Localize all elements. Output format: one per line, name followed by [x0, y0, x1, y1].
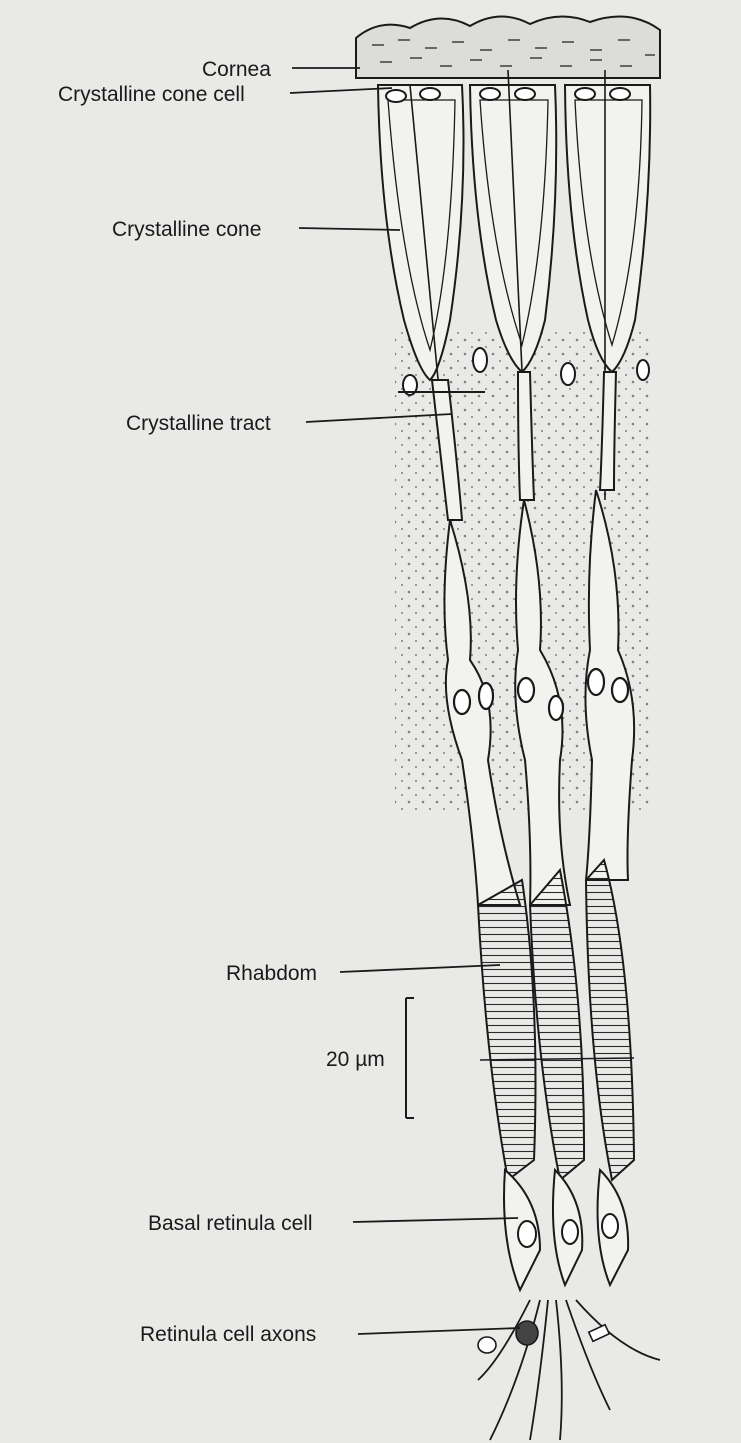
label-scale: 20 µm	[326, 1049, 385, 1070]
label-crystalline-tract: Crystalline tract	[126, 413, 271, 434]
scale-bar	[406, 998, 414, 1118]
rhabdoms	[478, 860, 634, 1180]
axon-bundle	[478, 1300, 660, 1440]
basal-cells	[504, 1170, 628, 1290]
label-rhabdom: Rhabdom	[226, 963, 317, 984]
label-crystalline-cone: Crystalline cone	[112, 219, 261, 240]
crystalline-cones	[378, 85, 650, 380]
label-crystalline-cone-cell: Crystalline cone cell	[58, 84, 245, 105]
label-retinula-cell-axons: Retinula cell axons	[140, 1324, 316, 1345]
label-cornea: Cornea	[202, 59, 271, 80]
label-basal-retinula-cell: Basal retinula cell	[148, 1213, 313, 1234]
cornea-layer	[356, 16, 660, 78]
